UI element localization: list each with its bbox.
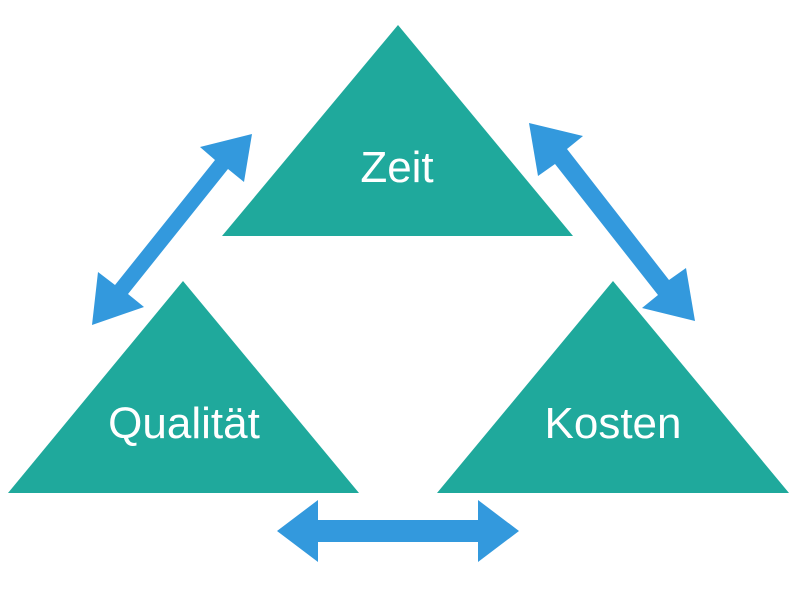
label-zeit: Zeit [360, 143, 433, 192]
triangle-top [222, 25, 573, 236]
label-kosten: Kosten [545, 399, 682, 448]
label-qualitaet: Qualität [108, 399, 260, 448]
arrow-top-right [529, 123, 695, 321]
triangle-left [8, 281, 359, 493]
arrow-top-left [92, 134, 252, 325]
arrow-left-right [277, 500, 519, 562]
triangle-right [437, 281, 789, 493]
